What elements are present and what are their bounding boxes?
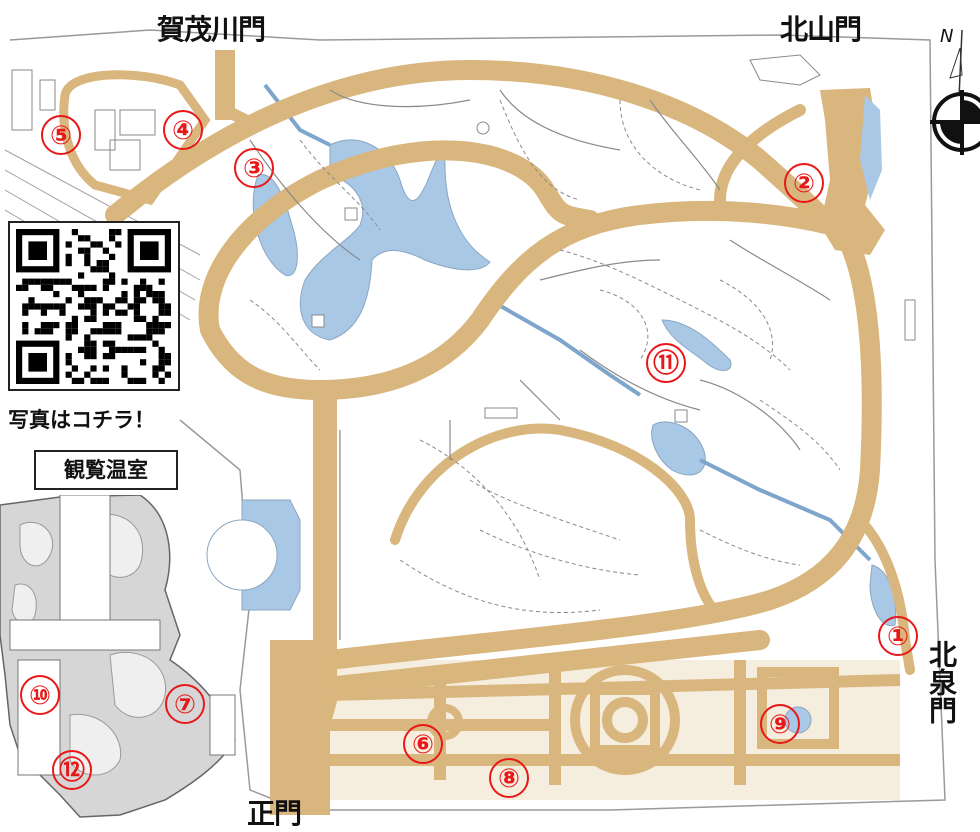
trails [249, 99, 841, 613]
parterre-knot [570, 665, 680, 775]
map-marker-5[interactable]: ⑤ [41, 115, 81, 155]
qr-code-pattern [16, 229, 171, 384]
gate-kitayama-label: 北山門 [780, 13, 862, 46]
qr-finder-pattern [127, 229, 171, 273]
map-marker-1[interactable]: ① [878, 616, 918, 656]
greenhouse-label: 観覧温室 [34, 450, 178, 490]
path-leaf-loop [198, 140, 840, 400]
path-east-arc [320, 225, 882, 670]
map-marker-9[interactable]: ⑨ [760, 704, 800, 744]
entrance-plaza [270, 640, 330, 815]
pond-east-lower [651, 421, 706, 476]
west-pavilion [206, 499, 301, 611]
map-marker-2[interactable]: ② [784, 163, 824, 203]
northeast-building [749, 54, 885, 255]
qr-caption: 写真はコチラ！ [8, 408, 155, 432]
pond-central [299, 139, 491, 341]
map-marker-10[interactable]: ⑩ [20, 675, 60, 715]
gate-kitaizumi-label: 北泉門 [925, 640, 958, 724]
path-inner-oval [390, 423, 725, 620]
map-marker-4[interactable]: ④ [163, 110, 203, 150]
compass-label: N [940, 26, 953, 47]
greenhouse-entrance-hall [59, 495, 111, 636]
greenhouse-inset [0, 495, 236, 818]
map-marker-6[interactable]: ⑥ [403, 724, 443, 764]
formal-garden [270, 640, 901, 815]
map-marker-12[interactable]: ⑫ [52, 750, 92, 790]
gate-kamogawa-label: 賀茂川門 [157, 13, 266, 46]
pond-east-upper [661, 319, 732, 371]
garden-boundary [9, 29, 946, 811]
qr-finder-pattern [16, 229, 60, 273]
qr-finder-pattern [16, 340, 60, 384]
path-kitayama [714, 104, 806, 206]
map-marker-3[interactable]: ③ [234, 148, 274, 188]
small-structures [311, 121, 916, 423]
qr-code[interactable] [8, 221, 180, 391]
greenhouse-cross-hall [9, 619, 161, 651]
map-marker-8[interactable]: ⑧ [489, 758, 529, 798]
map-marker-11[interactable]: ⑪ [646, 343, 686, 383]
map-marker-7[interactable]: ⑦ [165, 684, 205, 724]
gate-main-label: 正門 [247, 797, 302, 830]
fountain-square [757, 667, 839, 749]
compass-north-arrow-icon: N [928, 20, 980, 170]
path-loop-north [105, 60, 840, 235]
path-south-avenue [290, 630, 770, 700]
